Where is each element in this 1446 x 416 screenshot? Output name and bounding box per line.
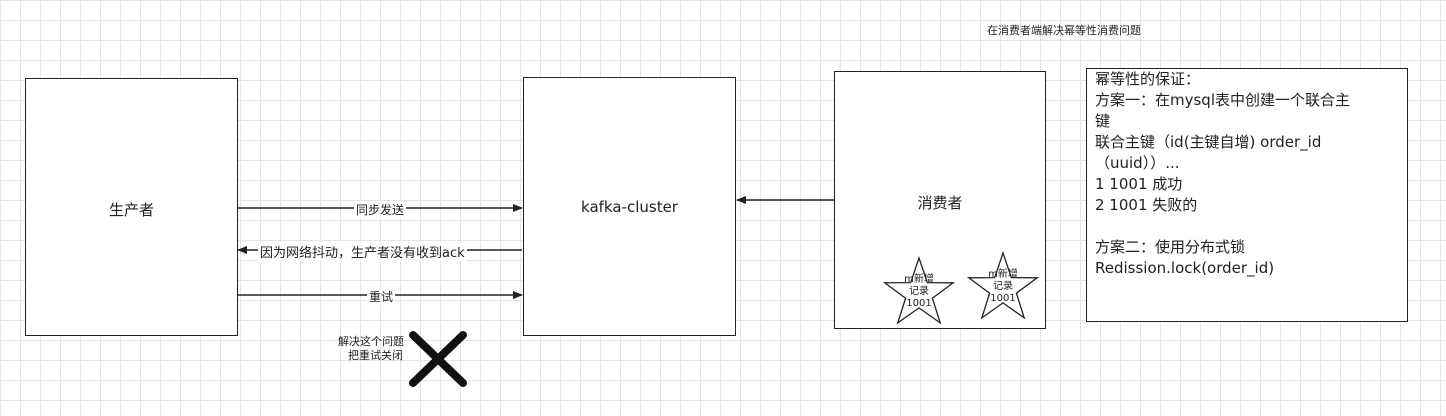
solution-line: 方案二：使用分布式锁 bbox=[1095, 238, 1246, 256]
retry-label: 重试 bbox=[367, 288, 396, 305]
solution-line bbox=[1095, 216, 1399, 237]
star-label: m新增 记录 1001 bbox=[973, 269, 1033, 305]
solution-line: 1 1001 成功 bbox=[1095, 175, 1183, 193]
producer-node[interactable]: 生产者 bbox=[25, 78, 238, 336]
solution-line: Redission.lock(order_id) bbox=[1095, 259, 1275, 277]
star-label-line: 1001 bbox=[990, 293, 1016, 304]
star-label-line: m新增 bbox=[904, 274, 934, 285]
solution-line: 键 bbox=[1095, 112, 1111, 130]
solution-line: 2 1001 失败的 bbox=[1095, 196, 1198, 214]
ack-missing-label: 因为网络抖动，生产者没有收到ack bbox=[258, 242, 467, 261]
sync-send-label: 同步发送 bbox=[354, 201, 407, 218]
annotation-line-1: 解决这个问题 bbox=[338, 335, 404, 348]
solution-line: 幂等性的保证： bbox=[1095, 70, 1201, 88]
star-label-line: m新增 bbox=[988, 269, 1018, 280]
cross-icon bbox=[409, 331, 467, 387]
diagram-title: 在消费者端解决幂等性消费问题 bbox=[987, 24, 1141, 37]
kafka-cluster-label: kafka-cluster bbox=[581, 198, 678, 216]
star-label-line: 记录 bbox=[909, 286, 929, 297]
kafka-cluster-node[interactable]: kafka-cluster bbox=[523, 77, 736, 336]
solution-line: 联合主键（id(主键自增) order_id bbox=[1095, 133, 1322, 151]
solution-card[interactable]: 幂等性的保证： 方案一：在mysql表中创建一个联合主 键 联合主键（id(主键… bbox=[1086, 68, 1408, 322]
annotation-line-2: 把重试关闭 bbox=[348, 349, 403, 362]
star-label: m新增 记录 1001 bbox=[889, 274, 949, 310]
star-label-line: 1001 bbox=[906, 298, 932, 309]
producer-label: 生产者 bbox=[108, 201, 154, 219]
consumer-label: 消费者 bbox=[917, 194, 963, 212]
solution-line: （uuid））... bbox=[1095, 154, 1180, 172]
solution-line: 方案一：在mysql表中创建一个联合主 bbox=[1095, 91, 1350, 109]
star-label-line: 记录 bbox=[993, 281, 1013, 292]
